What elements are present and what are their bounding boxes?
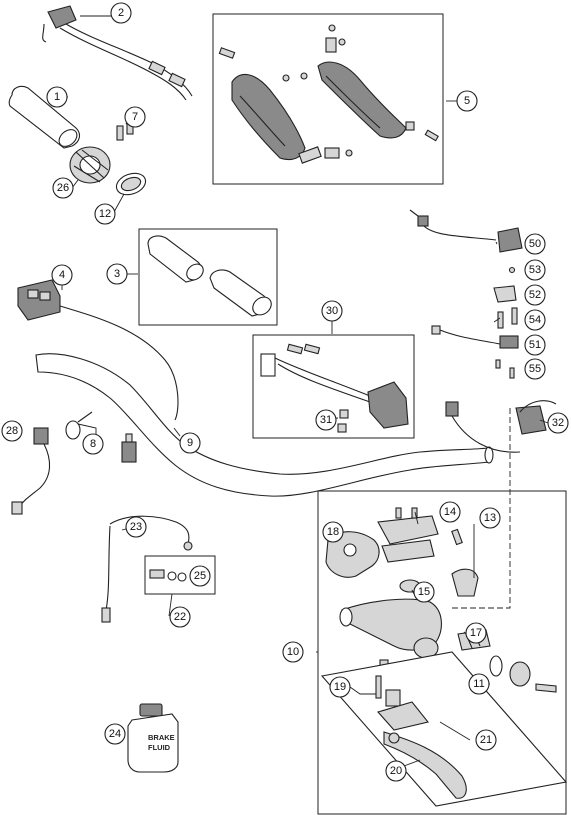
svg-text:52: 52 xyxy=(529,289,541,301)
svg-text:22: 22 xyxy=(174,611,186,623)
left-handlebar-switch xyxy=(17,279,179,421)
right-handlebar-switch xyxy=(445,400,557,453)
svg-text:9: 9 xyxy=(187,437,193,449)
svg-text:21: 21 xyxy=(480,734,492,746)
svg-text:1: 1 xyxy=(54,91,60,103)
callout-21: 21 xyxy=(475,729,497,751)
svg-text:17: 17 xyxy=(470,627,482,639)
grip-set-group-box xyxy=(138,228,278,326)
callout-32: 32 xyxy=(547,412,569,434)
callout-12: 12 xyxy=(94,203,116,225)
svg-text:14: 14 xyxy=(444,506,456,518)
brake-master-cylinder-group-box xyxy=(317,490,567,815)
callout-53: 53 xyxy=(524,259,546,281)
cable-tie xyxy=(65,411,93,440)
callout-51: 51 xyxy=(524,334,546,356)
svg-text:51: 51 xyxy=(529,339,541,351)
callout-20: 20 xyxy=(385,760,407,782)
callout-54: 54 xyxy=(524,309,546,331)
callout-52: 52 xyxy=(524,284,546,306)
brake-fluid-bottle: BRAKE FLUID xyxy=(127,703,179,773)
handguard-group-box xyxy=(212,13,444,185)
callout-26: 26 xyxy=(52,177,74,199)
svg-text:24: 24 xyxy=(109,728,121,740)
svg-text:13: 13 xyxy=(484,512,496,524)
svg-text:32: 32 xyxy=(552,417,564,429)
svg-text:31: 31 xyxy=(320,414,332,426)
callout-7: 7 xyxy=(124,106,146,128)
banjo-bolt-group-box xyxy=(144,555,216,595)
svg-text:5: 5 xyxy=(464,95,470,107)
callout-15: 15 xyxy=(413,581,435,603)
svg-text:11: 11 xyxy=(473,678,484,690)
handlebar-end xyxy=(484,446,494,464)
svg-text:12: 12 xyxy=(99,208,111,220)
callout-4: 4 xyxy=(51,264,73,286)
callout-24: 24 xyxy=(104,723,126,745)
svg-text:7: 7 xyxy=(132,111,138,123)
callout-9: 9 xyxy=(179,432,201,454)
right-switch-parts xyxy=(409,209,523,379)
throttle-cable-assembly xyxy=(42,5,193,101)
brake-line xyxy=(101,515,193,623)
svg-text:25: 25 xyxy=(194,570,206,582)
svg-text:54: 54 xyxy=(529,314,541,326)
callout-18: 18 xyxy=(322,521,344,543)
svg-text:23: 23 xyxy=(130,521,142,533)
callout-14: 14 xyxy=(439,501,461,523)
callout-28: 28 xyxy=(1,420,23,442)
svg-text:55: 55 xyxy=(529,363,541,375)
svg-text:4: 4 xyxy=(59,269,65,281)
svg-text:10: 10 xyxy=(287,646,299,658)
callout-1: 1 xyxy=(46,86,68,108)
callout-3: 3 xyxy=(106,263,128,285)
svg-text:20: 20 xyxy=(390,765,402,777)
svg-text:18: 18 xyxy=(327,526,339,538)
callout-23: 23 xyxy=(125,516,147,538)
svg-text:15: 15 xyxy=(418,586,430,598)
svg-text:50: 50 xyxy=(529,238,541,250)
throttle-grip xyxy=(8,85,81,149)
brake-fluid-label-line1: BRAKE xyxy=(148,733,175,742)
svg-text:19: 19 xyxy=(334,681,346,693)
svg-text:2: 2 xyxy=(118,7,124,19)
kill-switch-assembly xyxy=(260,343,409,433)
callout-55: 55 xyxy=(524,358,546,380)
svg-text:28: 28 xyxy=(6,425,18,437)
callout-10: 10 xyxy=(282,641,304,663)
svg-text:30: 30 xyxy=(326,305,338,317)
callout-8: 8 xyxy=(82,433,104,455)
connector-plug xyxy=(121,433,137,463)
sensor-28 xyxy=(11,427,51,515)
master-cylinder-parts xyxy=(320,507,568,807)
svg-text:53: 53 xyxy=(529,264,541,276)
callout-22: 22 xyxy=(169,606,191,628)
callout-19: 19 xyxy=(329,676,351,698)
callout-13: 13 xyxy=(479,507,501,529)
brake-fluid-label-line2: FLUID xyxy=(148,743,171,752)
callout-50: 50 xyxy=(524,233,546,255)
callout-5: 5 xyxy=(456,90,478,112)
callout-11: 11 xyxy=(468,673,490,695)
svg-text:3: 3 xyxy=(114,268,120,280)
hand-guards xyxy=(218,24,439,164)
banjo-bolt-set xyxy=(149,569,187,582)
svg-text:8: 8 xyxy=(90,438,96,450)
callout-31: 31 xyxy=(315,409,337,431)
grip-set xyxy=(147,235,272,317)
throttle-housing xyxy=(69,146,111,184)
switch-connection-dashed xyxy=(452,408,511,609)
callout-25: 25 xyxy=(189,565,211,587)
svg-text:26: 26 xyxy=(57,182,69,194)
throttle-clamp-ring xyxy=(115,172,147,196)
callout-30: 30 xyxy=(321,300,343,322)
callout-2: 2 xyxy=(110,2,132,24)
callout-17: 17 xyxy=(465,622,487,644)
switch-group-box xyxy=(252,334,415,439)
